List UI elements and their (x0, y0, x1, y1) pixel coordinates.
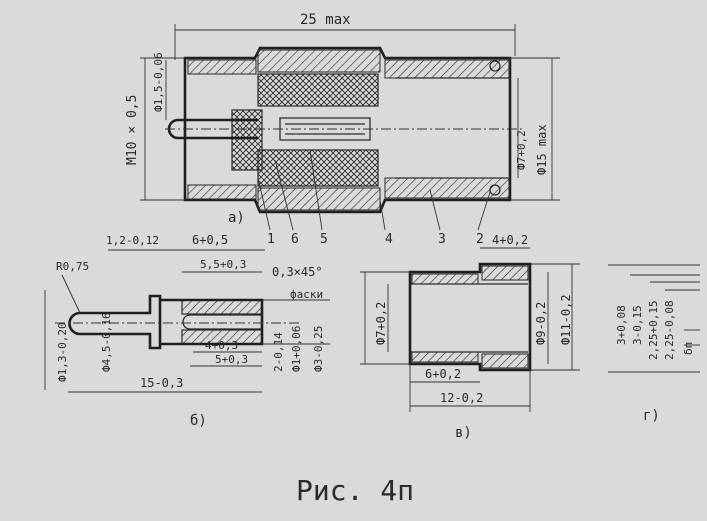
figure-caption: Рис. 4п (296, 474, 414, 507)
view-b-label: б) (190, 413, 207, 429)
view-b-pin: 1,2-0,12 6+0,5 5,5+0,3 0,3×45° фаски R0,… (44, 233, 330, 429)
view-g-washer: 3+0,08 3-0,15 2,25+0,15 2,25-0,08 δп г) (608, 264, 700, 424)
chamfer-note: фаски (290, 288, 323, 301)
dim-d1: Ф1,3-0,20 (56, 322, 69, 382)
dim-chamfer: 0,3×45° (272, 265, 323, 279)
dim-sleeve-step: 4+0,2 (492, 233, 528, 247)
dim-sleeve-len2: 12-0,2 (440, 391, 483, 405)
dim-len1: 6+0,5 (192, 233, 228, 247)
dim-outer: Ф15 max (535, 124, 549, 175)
dim-radius: R0,75 (56, 260, 89, 273)
part-number-2: 2 (476, 232, 484, 247)
part-number-3: 3 (438, 232, 446, 247)
dim-dv1: 2-0,14 (272, 332, 285, 372)
dim-sleeve-d-out: Ф11-0,2 (559, 294, 573, 345)
dim-washer-d5: δп (682, 342, 695, 355)
dim-len2: 5,5+0,3 (200, 258, 246, 271)
view-g-label: г) (643, 408, 660, 424)
dim-overall: 25 max (300, 12, 351, 28)
dim-d2: Ф4,5-0,16 (100, 312, 113, 372)
part-number-6: 6 (291, 232, 299, 247)
part-number-4: 4 (385, 232, 393, 247)
dim-washer-d4: 2,25-0,08 (663, 300, 676, 360)
dim-len4: 5+0,3 (215, 353, 248, 366)
dim-sleeve-len1: 6+0,2 (425, 367, 461, 381)
dim-head: 1,2-0,12 (106, 234, 159, 247)
part-number-5: 5 (320, 232, 328, 247)
part-number-1: 1 (267, 232, 275, 247)
dim-washer-d2: 3-0,15 (631, 305, 644, 345)
dim-dv2: Ф1+0,06 (290, 326, 303, 372)
dim-sleeve-d-mid: Ф9-0,2 (534, 302, 548, 345)
view-v-sleeve: Ф7+0,2 4+0,2 Ф9-0,2 Ф11-0,2 6+0,2 12-0,2… (360, 233, 580, 441)
dim-len3: 4+0,3 (205, 339, 238, 352)
dim-washer-d1: 3+0,08 (615, 305, 628, 345)
view-a-assembly: 25 max M10 × 0,5 (125, 12, 560, 247)
dim-dv3: Ф3-0,25 (312, 326, 325, 372)
dim-thread: M10 × 0,5 (125, 95, 140, 165)
dim-len5: 15-0,3 (140, 376, 183, 390)
dim-sleeve-d-in: Ф7+0,2 (374, 302, 388, 345)
dim-pin-dia: Ф1,5-0,06 (152, 52, 165, 112)
view-v-label: в) (455, 425, 472, 441)
dim-bore: Ф7+0,2 (515, 130, 528, 170)
dim-washer-d3: 2,25+0,15 (647, 300, 660, 360)
view-a-label: а) (228, 210, 245, 226)
